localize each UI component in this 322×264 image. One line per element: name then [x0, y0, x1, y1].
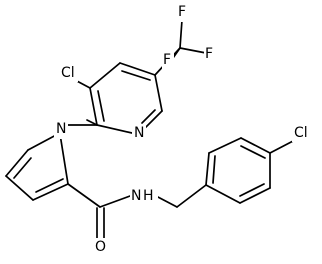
benzene-ring: [205, 137, 271, 204]
bond-carbonyl-n: [99, 195, 131, 208]
bond-pyrrole-n-c5: [27, 133, 59, 151]
bond-bz-c3-c4: [240, 137, 271, 154]
bond-bz-c5-c6-inner: [239, 183, 265, 197]
n-pyrrole-label: N: [56, 121, 66, 137]
bond-pyrrole-c5-c4-inner: [13, 157, 32, 179]
bond-pyrrole-c4-c3: [5, 175, 34, 201]
bond-bz-c2-c3: [208, 137, 242, 154]
bond-pyr-c5-c6: [154, 74, 163, 112]
atom-label-f-top: F: [176, 4, 188, 22]
atom-label-n-pyrrole: N: [54, 121, 68, 139]
bond-bz-c1-c2-inner: [212, 155, 216, 184]
bond-pyr-c6-n1-inner: [141, 109, 156, 124]
o-carbonyl-label: O: [95, 239, 106, 255]
f-top-label: F: [178, 4, 186, 20]
bond-pyr-c3-c4: [89, 62, 121, 89]
pyrrole-ring: [5, 133, 69, 201]
cl-pyridine-label: Cl: [61, 65, 75, 81]
bond-pyr-c2-c3-inner: [97, 90, 105, 122]
h-amide-label: H: [143, 188, 154, 204]
pyridine-ring: [89, 62, 163, 134]
bond-n-ch2: [155, 195, 178, 208]
bond-ch2-benzene: [176, 184, 207, 208]
bond-pyr-c4-c5-inner: [121, 70, 151, 81]
bond-pyr-n1-c2: [96, 124, 133, 134]
atom-label-nh-amide: N H: [130, 187, 158, 205]
bond-bz-c1-c2: [205, 152, 210, 186]
bond-bz-cl: [269, 139, 296, 154]
atom-label-o-carbonyl: O: [93, 238, 107, 256]
n-pyridine-label: N: [134, 125, 144, 141]
bond-pyrrole-c3-c2-inner: [35, 178, 64, 193]
bond-bz-c3-c4-inner: [240, 145, 266, 159]
bond-bz-c6-c1: [205, 184, 241, 204]
atom-label-f-left: F: [162, 52, 174, 70]
f-right-label: F: [205, 46, 213, 62]
atom-label-n-pyridine: N: [132, 124, 146, 142]
atom-label-f-right: F: [204, 46, 216, 64]
bond-pyr-c2-c3: [89, 87, 98, 126]
bond-pyr-c4-c5: [119, 62, 156, 76]
bond-pyrrole-c3-c2: [32, 183, 69, 201]
atom-label-cl-pyridine: Cl: [58, 64, 78, 82]
cl-benzyl-label: Cl: [294, 125, 308, 141]
bond-pyrrole-c5-c4: [5, 149, 29, 177]
n-amide-label: N: [131, 188, 141, 204]
bond-c2-carbonyl: [67, 183, 101, 208]
bond-pyr-c6-n1: [143, 110, 163, 130]
f-left-label: F: [163, 52, 171, 68]
bond-pyrrole-c2-n: [59, 133, 69, 185]
bond-bz-c5-c6: [239, 187, 271, 204]
bond-cf3-f-right: [179, 47, 207, 54]
bond-cf3-f-left: [172, 47, 181, 59]
atom-label-cl-benzyl: Cl: [292, 124, 314, 142]
bond-cf3-f-top: [179, 19, 183, 49]
